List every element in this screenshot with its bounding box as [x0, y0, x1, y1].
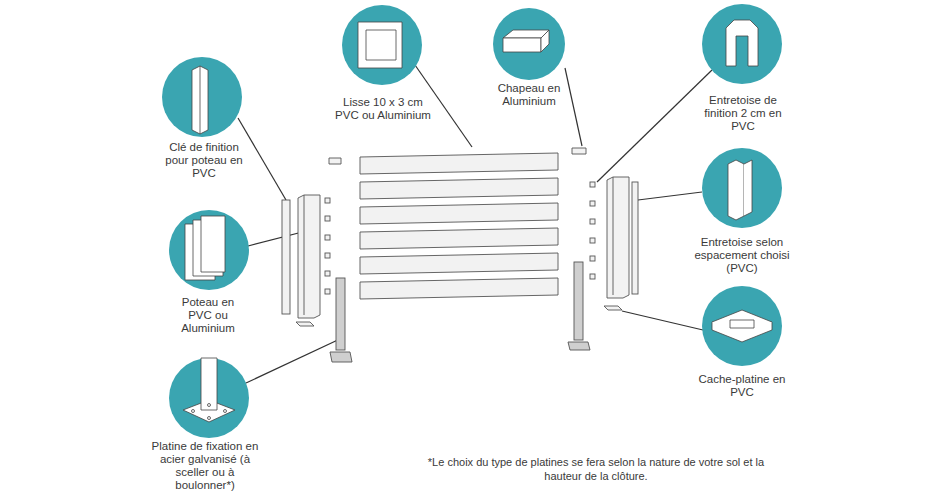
- part-label: Entretoise selon espacement choisi (PVC): [687, 236, 797, 275]
- callout-circles: [162, 4, 782, 438]
- part-label: Cache-platine en PVC: [692, 373, 792, 399]
- part-label: Entretoise de finition 2 cm en PVC: [693, 94, 793, 133]
- part-label: Clé de finition pour poteau en PVC: [158, 141, 250, 180]
- footnote: *Le choix du type de platines se fera se…: [421, 455, 771, 483]
- callout-icons: [183, 20, 772, 422]
- leader-lines: [238, 65, 712, 383]
- fence-parts: [282, 148, 638, 362]
- part-label: Chapeau en Aluminium: [489, 82, 569, 108]
- part-label: Platine de fixation en acier galvanisé (…: [145, 440, 265, 492]
- part-label: Poteau en PVC ou Aluminium: [174, 296, 242, 335]
- part-label: Lisse 10 x 3 cm PVC ou Aluminium: [333, 96, 433, 122]
